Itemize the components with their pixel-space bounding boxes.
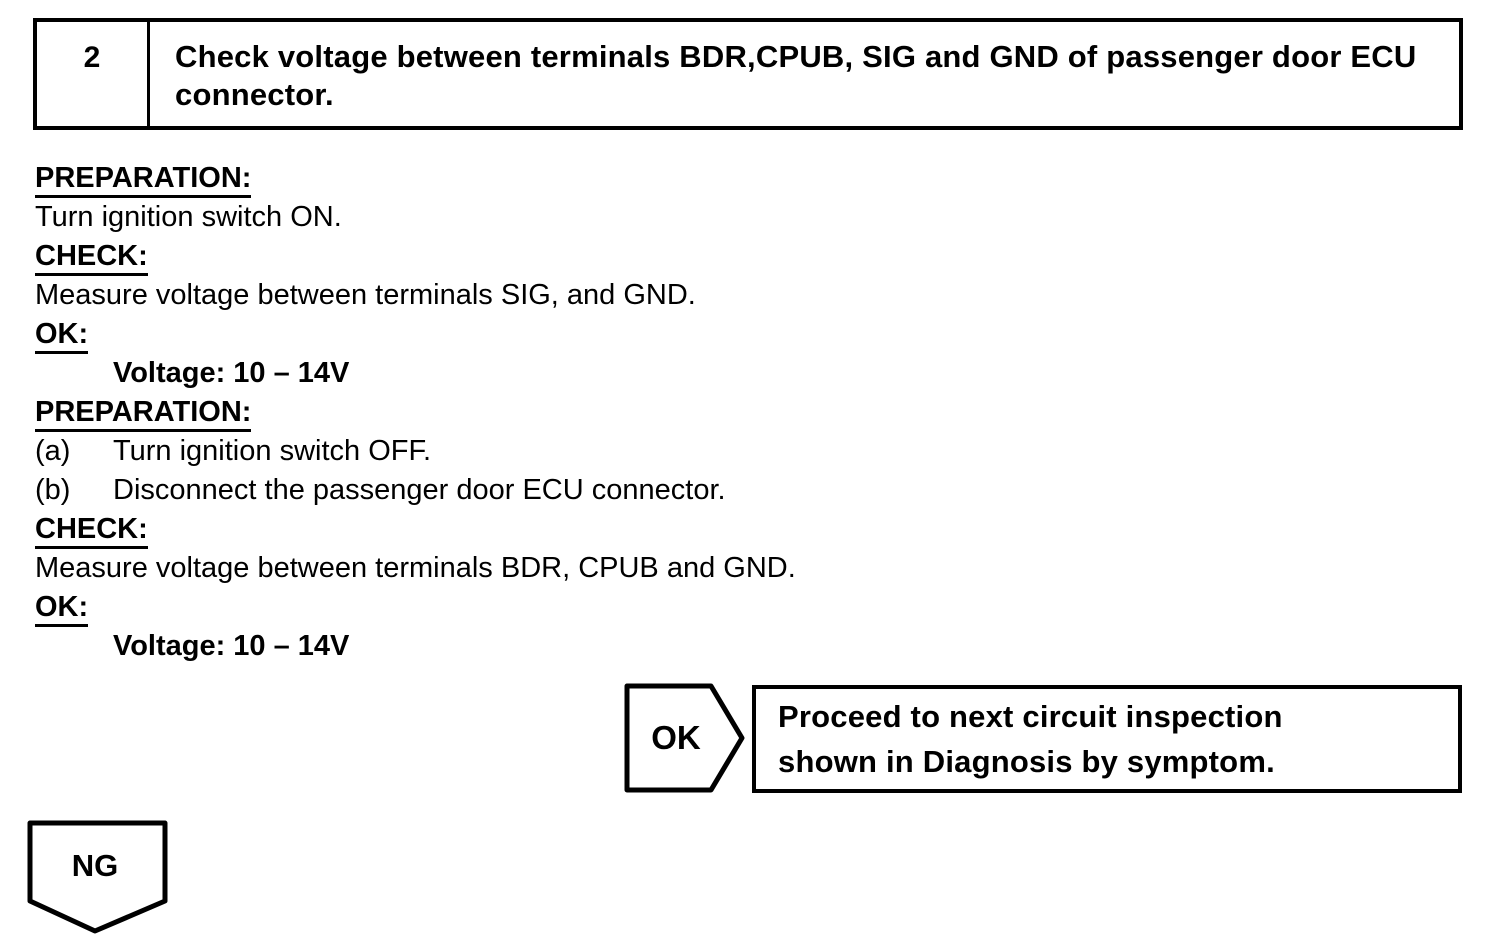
- ok-result-line-2: shown in Diagnosis by symptom.: [778, 744, 1275, 779]
- heading-check-2: CHECK:: [35, 510, 975, 549]
- voltage-spec-1: Voltage: 10 – 14V: [113, 357, 350, 389]
- heading-ok-1: OK:: [35, 315, 975, 354]
- procedure-line: Measure voltage between terminals SIG, a…: [35, 279, 696, 311]
- procedure-line: Turn ignition switch ON.: [35, 201, 342, 233]
- heading-preparation-2: PREPARATION:: [35, 393, 975, 432]
- step-header-box: 2 Check voltage between terminals BDR,CP…: [33, 18, 1463, 130]
- procedure-section: PREPARATION: Turn ignition switch ON. CH…: [35, 159, 975, 666]
- ok-result-line-1: Proceed to next circuit inspection: [778, 699, 1283, 734]
- step-text: Disconnect the passenger door ECU connec…: [113, 474, 726, 506]
- heading-preparation-1: PREPARATION:: [35, 159, 975, 198]
- step-letter: (a): [35, 435, 71, 467]
- heading-check-1: CHECK:: [35, 237, 975, 276]
- step-number: 2: [37, 22, 150, 126]
- heading-ok-2: OK:: [35, 588, 975, 627]
- ok-label: OK: [651, 719, 701, 756]
- procedure-step-a: (a) Turn ignition switch OFF.: [35, 432, 975, 471]
- ok-connector-icon: OK: [624, 683, 745, 793]
- voltage-spec-2: Voltage: 10 – 14V: [113, 630, 350, 662]
- step-text: Turn ignition switch OFF.: [113, 435, 432, 467]
- procedure-line: Measure voltage between terminals BDR, C…: [35, 552, 796, 584]
- ng-connector-icon: NG: [27, 820, 168, 934]
- step-title: Check voltage between terminals BDR,CPUB…: [175, 39, 1417, 112]
- step-letter: (b): [35, 474, 71, 506]
- ng-label: NG: [72, 848, 119, 883]
- ok-result-box: Proceed to next circuit inspection shown…: [752, 685, 1462, 793]
- procedure-step-b: (b) Disconnect the passenger door ECU co…: [35, 471, 975, 510]
